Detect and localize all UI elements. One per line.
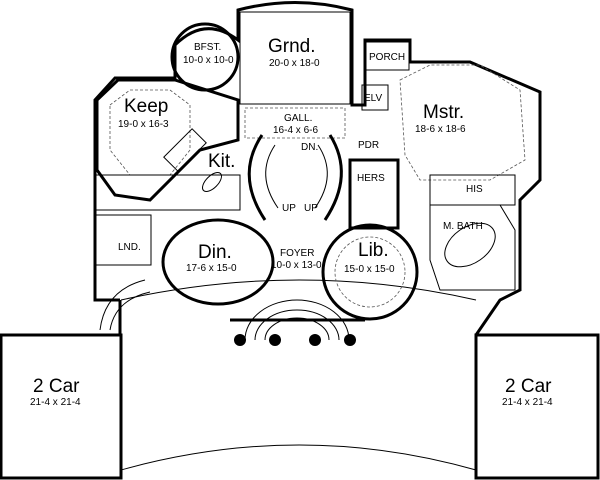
bfst-label: BFST.: [194, 42, 221, 53]
garage-left-size: 21-4 x 21-4: [30, 397, 81, 408]
grnd-size: 20-0 x 18-0: [269, 58, 320, 69]
keep-size: 19-0 x 16-3: [118, 119, 169, 130]
garage-right-size: 21-4 x 21-4: [502, 397, 553, 408]
column-icon: [269, 334, 281, 346]
din-label: Din.: [198, 242, 232, 263]
kitchen-wall: [94, 174, 241, 211]
kitchen-counter: [163, 128, 207, 172]
kitchen-island: [202, 172, 222, 192]
library-ceiling: [334, 236, 406, 308]
dn-label: DN.: [301, 142, 318, 153]
elv-room: [361, 84, 389, 111]
porch-room: [364, 41, 410, 71]
up-right-label: UP: [304, 203, 318, 214]
mbath-room: [429, 204, 516, 291]
mstr-size: 18-6 x 18-6: [415, 124, 466, 135]
keep-room: [95, 78, 240, 202]
column-icon: [309, 334, 321, 346]
front-steps: [244, 299, 350, 341]
up-left-label: UP: [282, 203, 296, 214]
hers-closet: [348, 158, 400, 230]
grnd-room: [239, 11, 351, 105]
column-icon: [344, 334, 356, 346]
column-icon: [234, 334, 246, 346]
his-label: HIS: [466, 184, 483, 195]
garage-left: [0, 333, 123, 480]
side-stair: [99, 279, 151, 331]
right-stair: [323, 134, 343, 221]
garage-right-label: 2 Car: [505, 376, 552, 397]
lib-label: Lib.: [358, 240, 389, 261]
garage-right: [474, 333, 600, 480]
mstr-label: Mstr.: [423, 102, 464, 123]
pdr-label: PDR: [358, 140, 379, 151]
left-stair-inner: [265, 144, 279, 209]
driveway-curve: [120, 279, 477, 301]
laundry-room: [95, 214, 152, 266]
gallery: [244, 107, 346, 139]
porch-label: PORCH: [369, 52, 405, 63]
elv-label: ELV: [364, 93, 382, 104]
lnd-label: LND.: [118, 242, 141, 253]
gall-label: GALL.: [284, 113, 312, 124]
kit-label: Kit.: [208, 151, 235, 172]
keep-label: Keep: [124, 96, 168, 117]
garage-left-label: 2 Car: [33, 376, 80, 397]
mbath-label: M. BATH: [443, 221, 483, 232]
right-stair-inner: [314, 144, 328, 209]
bfst-size: 10-0 x 10-0: [183, 55, 234, 66]
keep-ceiling: [109, 89, 191, 176]
lib-size: 15-0 x 15-0: [344, 264, 395, 275]
foyer-label: FOYER: [280, 248, 314, 259]
bathtub-icon: [444, 222, 496, 268]
mstr-room: [399, 64, 526, 181]
gall-size: 16-4 x 6-6: [273, 125, 318, 136]
foyer-size: 10-0 x 13-0: [271, 260, 322, 271]
library-room: [321, 223, 419, 321]
left-stair: [247, 134, 267, 221]
grnd-label: Grnd.: [268, 36, 316, 57]
din-size: 17-6 x 15-0: [186, 263, 237, 274]
dining-room: [161, 218, 275, 306]
driveway-curve: [120, 444, 477, 471]
house-outline: [93, 1, 542, 336]
hers-label: HERS: [357, 173, 385, 184]
